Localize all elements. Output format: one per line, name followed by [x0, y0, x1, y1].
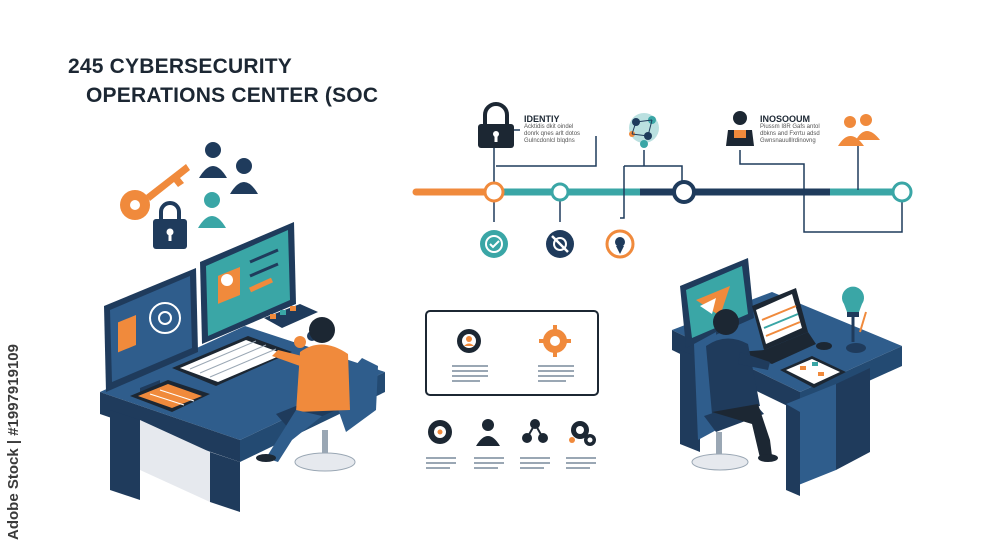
- user-icon: [726, 111, 754, 146]
- right-workstation: [672, 258, 902, 496]
- monitor: [200, 222, 296, 344]
- lock-icon: [478, 102, 514, 148]
- lock-icon: [153, 201, 187, 249]
- timeline-node-2-text-line: Gwnsnauulllrdinovng: [760, 138, 816, 144]
- title-line-2: OPERATIONS CENTER (SOC: [86, 84, 379, 107]
- network-icon: [629, 113, 659, 148]
- timeline-node-1-text-line: Acktidis dkit oindel: [524, 124, 574, 130]
- timeline-node-2-text-line: dbkns and Fxrrtu adsd: [760, 131, 820, 137]
- user-icon: [230, 158, 258, 194]
- blocked-icon: [546, 230, 574, 258]
- timeline-node-1-label: IDENTIY: [524, 114, 560, 124]
- bottom-icon-row: [426, 419, 596, 469]
- timeline-node-2-text: Piussm I8R Gafs antol dbkns and Fxrrtu a…: [760, 124, 820, 145]
- user-icon: [199, 142, 227, 178]
- team-icon: [838, 114, 880, 146]
- info-panel: [425, 310, 599, 396]
- timeline-node: [550, 182, 570, 202]
- title-line-1: 245 CYBERSECURITY: [68, 55, 292, 78]
- lightbulb-icon: [816, 286, 867, 353]
- text-lines: [426, 457, 596, 469]
- keypad: [780, 356, 846, 388]
- location-icon: [605, 229, 635, 259]
- page-title: 245 CYBERSECURITY OPERATIONS CENTER (SOC: [68, 52, 378, 110]
- user-icon: [476, 419, 500, 446]
- timeline-node: [891, 181, 913, 203]
- gear-icon: [457, 329, 481, 353]
- settings-icon: [569, 421, 596, 446]
- timeline-node-1-text-line: donrk qnes arlt dotos: [524, 131, 581, 137]
- key-icon: [120, 164, 190, 220]
- timeline-node: [672, 180, 696, 204]
- timeline-node: [483, 181, 505, 203]
- laptop: [738, 288, 816, 364]
- left-workstation: [100, 222, 385, 512]
- operator-person: [706, 309, 778, 462]
- timeline-node-2-text-line: Piussm I8R Gafs antol: [760, 124, 820, 130]
- text-lines: [452, 365, 574, 382]
- network-icon: [522, 419, 548, 443]
- monitor: [104, 268, 198, 400]
- timeline-node-1-text-line: Gulncdonlcl blqdns: [524, 138, 575, 144]
- user-icon: [198, 192, 226, 228]
- shield-icon: [480, 230, 508, 258]
- gear-icon: [539, 325, 571, 357]
- keyboard: [130, 380, 210, 412]
- operator-person: [256, 317, 350, 462]
- timeline-node-1-text: Acktidis dkit oindel donrk qnes arlt dot…: [524, 124, 580, 145]
- gear-icon: [428, 420, 452, 444]
- keyboard: [172, 336, 292, 386]
- timeline-node-2-label: INOSOOUM: [760, 114, 811, 124]
- timeline: [412, 102, 913, 259]
